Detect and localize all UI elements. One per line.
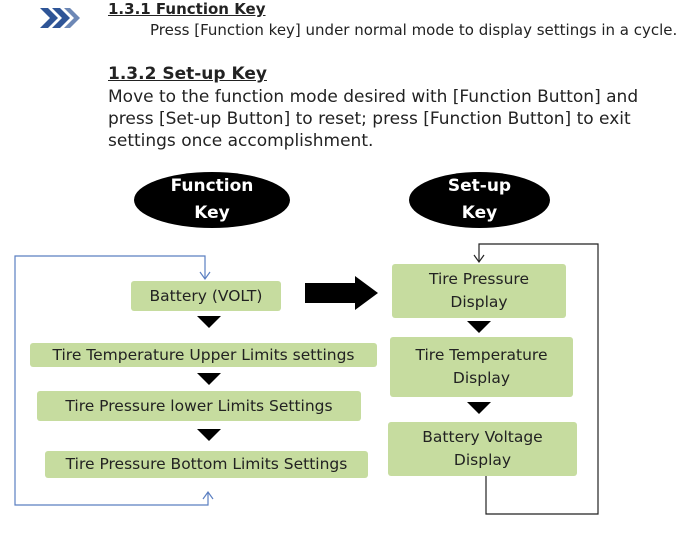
function-step-pressure-lower: Tire Pressure lower Limits Settings <box>37 391 361 421</box>
section-heading-function-key: 1.3.1 Function Key <box>108 0 266 18</box>
down-triangle-icon <box>467 321 491 333</box>
down-triangle-icon <box>197 429 221 441</box>
left-loop-arrowhead-top <box>199 271 211 281</box>
left-loop-arrowhead-bottom <box>202 490 214 500</box>
section-text-function-key: Press [Function key] under normal mode t… <box>150 21 678 39</box>
right-loop-arrowhead <box>473 254 485 264</box>
function-step-battery: Battery (VOLT) <box>131 281 281 311</box>
setup-key-oval: Set-up Key <box>409 172 550 228</box>
function-step-temp-upper: Tire Temperature Upper Limits settings <box>30 343 377 367</box>
setup-step-battery-voltage: Battery Voltage Display <box>388 422 577 476</box>
double-chevron-icon <box>40 8 80 28</box>
setup-step-tire-pressure: Tire Pressure Display <box>392 264 566 318</box>
section-heading-setup-key: 1.3.2 Set-up Key <box>108 64 267 84</box>
down-triangle-icon <box>467 402 491 414</box>
setup-step-tire-temperature: Tire Temperature Display <box>390 337 573 397</box>
down-triangle-icon <box>197 373 221 385</box>
left-loop-line <box>14 255 209 506</box>
function-step-pressure-bottom: Tire Pressure Bottom Limits Settings <box>45 451 368 478</box>
right-loop-line <box>478 243 599 515</box>
section-text-setup-key: Move to the function mode desired with [… <box>108 87 639 151</box>
down-triangle-icon <box>197 316 221 328</box>
right-arrow-icon <box>305 276 378 310</box>
function-key-oval: Function Key <box>134 172 290 228</box>
